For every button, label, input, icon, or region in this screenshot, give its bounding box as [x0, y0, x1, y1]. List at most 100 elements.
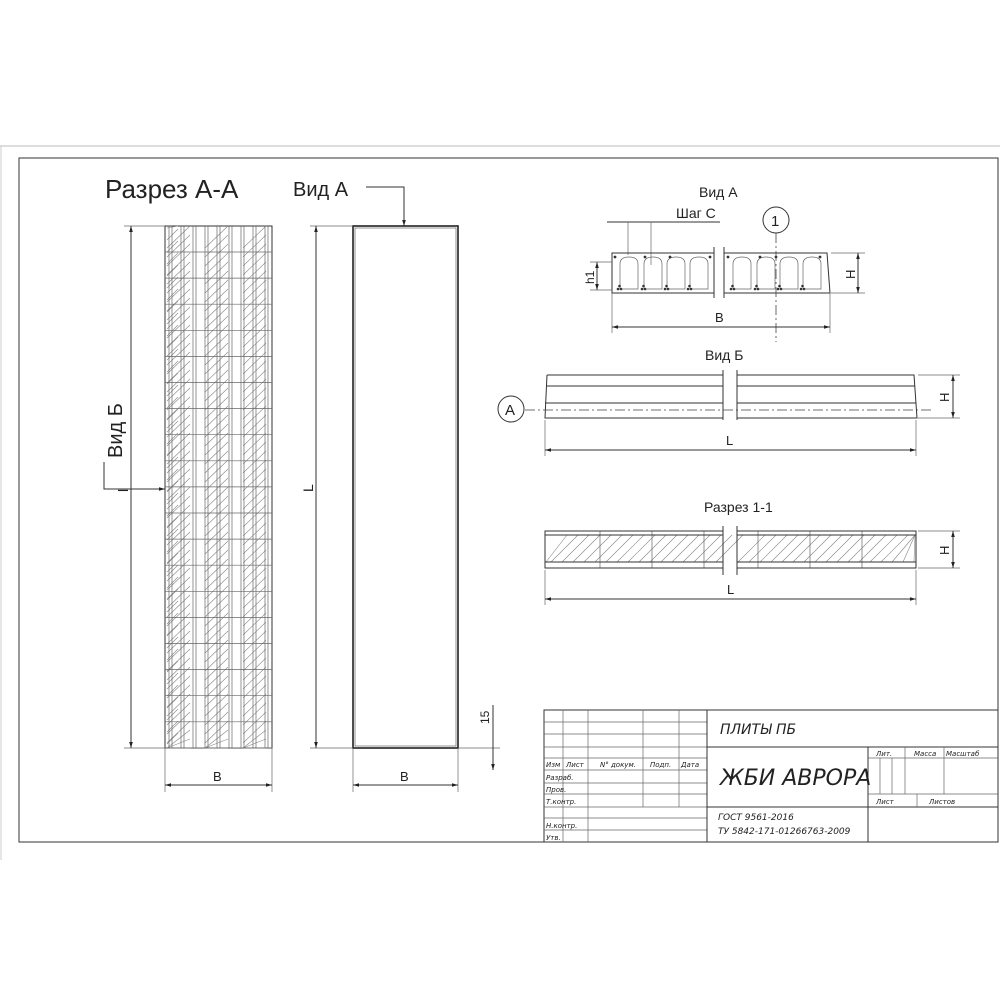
sheets-label: Листов — [928, 798, 955, 806]
header-date: Дата — [680, 761, 699, 769]
hatch-line — [204, 495, 229, 519]
hatch-line — [166, 450, 191, 474]
hatch-line — [204, 369, 229, 393]
hatch-line — [242, 351, 267, 375]
slab-plan — [352, 225, 459, 749]
company-name: ЖБИ АВРОРА — [718, 766, 871, 791]
hatch-line — [242, 657, 267, 681]
hatch-line — [166, 306, 191, 330]
hatch-line — [166, 675, 191, 699]
hatch-line — [682, 534, 711, 563]
standard-1: ГОСТ 9561-2016 — [718, 813, 794, 823]
hatch-line — [166, 324, 191, 348]
hatch-line — [242, 225, 267, 249]
hatch-line — [204, 459, 229, 483]
hatch-line — [166, 576, 191, 600]
hatch-line — [561, 534, 590, 563]
hatch-line — [869, 534, 898, 563]
hatch-line — [166, 414, 191, 438]
hatch-line — [242, 243, 267, 267]
hatch-line — [166, 495, 191, 519]
rebar-dot — [640, 287, 644, 291]
hatch-line — [242, 612, 267, 636]
hatch-line — [204, 468, 229, 492]
reinforcement-grid — [165, 225, 272, 749]
slab-a-right — [723, 252, 831, 294]
dim-length-label: L — [300, 484, 316, 492]
header-doc: N° докум. — [600, 761, 636, 769]
rebar-dot — [779, 287, 783, 291]
title-block-grid — [544, 710, 998, 842]
hatch-line — [166, 441, 191, 465]
section-1-slab — [544, 530, 917, 569]
hatch-line — [204, 306, 229, 330]
hatch-line — [242, 729, 267, 749]
view-b-title: Вид Б — [705, 347, 743, 363]
title-block-frame — [543, 709, 999, 843]
rebar-dot — [618, 284, 621, 288]
hatch-line — [242, 405, 267, 429]
hatch-line — [166, 477, 191, 501]
hatch-line — [891, 534, 916, 563]
hatch-line — [166, 468, 191, 492]
hatch-line — [166, 288, 191, 312]
dim-width-left-label: B — [213, 769, 222, 784]
hatch-line — [242, 450, 267, 474]
role-tech-control: Т.контр. — [546, 798, 576, 806]
hatch-line — [204, 567, 229, 591]
lit-label: Лит. — [875, 750, 892, 758]
hollow-core — [619, 256, 639, 290]
callout-a-circle — [497, 395, 525, 423]
view-a-label: Вид А — [293, 179, 349, 201]
hollow-core — [643, 256, 663, 290]
hatch-line — [242, 432, 267, 456]
hatch-line — [204, 675, 229, 699]
hatch-line — [242, 594, 267, 618]
hatch-line — [204, 702, 229, 726]
hatch-line — [204, 531, 229, 555]
hatch-line — [242, 522, 267, 546]
slab-b-right — [737, 374, 918, 419]
hatch-line — [204, 603, 229, 627]
hatch-line — [204, 693, 229, 717]
hatch-line — [204, 630, 229, 654]
rebar-dot — [616, 287, 620, 291]
rebar-dot — [732, 287, 736, 291]
title-block: ПЛИТЫ ПБ ЖБИ АВРОРА ГОСТ 9561-2016 ТУ 58… — [543, 709, 999, 843]
hatch-line — [166, 612, 191, 636]
hollow-core — [756, 256, 776, 290]
hatch-line — [715, 534, 744, 563]
hatch-line — [242, 288, 267, 312]
hatch-line — [242, 504, 267, 528]
hatch-line — [204, 279, 229, 303]
hatch-line — [913, 534, 916, 563]
role-developer: Разраб. — [546, 774, 574, 782]
hatch-line — [242, 387, 267, 411]
rebar-dot — [818, 255, 822, 259]
hatch-line — [242, 621, 267, 645]
rebar-dot — [686, 287, 690, 291]
dim-h1-label: h1 — [583, 270, 597, 284]
callout-a-label: А — [505, 402, 515, 419]
view-a-title: Вид А — [699, 184, 738, 200]
hatch-line — [166, 666, 191, 690]
rebar-dot — [666, 287, 670, 291]
slab-a-left — [611, 252, 715, 294]
hatch-line — [204, 414, 229, 438]
hatch-line — [748, 534, 777, 563]
hatch-line — [166, 225, 191, 249]
hatch-line — [627, 534, 656, 563]
hatch-line — [242, 270, 267, 294]
hatch-line — [166, 657, 191, 681]
rebar-dot — [643, 255, 647, 259]
rebar-dot — [688, 284, 691, 288]
slab-plan-inner — [354, 227, 457, 747]
hatch-line — [204, 594, 229, 618]
hatch-line — [166, 549, 191, 573]
hatch-line — [825, 534, 854, 563]
hatch-line — [166, 558, 191, 582]
hatch-line — [166, 234, 191, 258]
drawing-frame — [18, 157, 999, 843]
dim-b-a-label: B — [715, 310, 724, 325]
hatch-line — [204, 513, 229, 537]
